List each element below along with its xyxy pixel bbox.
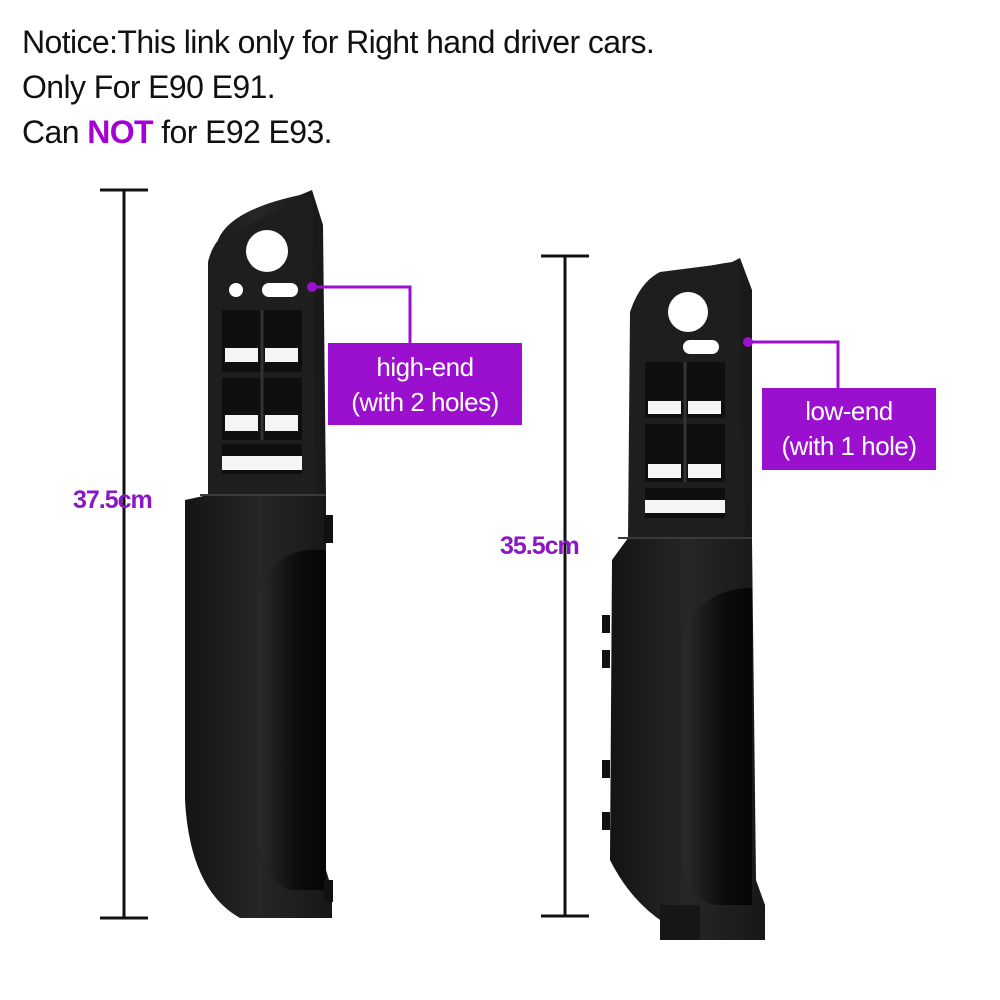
door-handle-low-end xyxy=(602,258,765,940)
notice-line-3: Can NOT for E92 E93. xyxy=(22,110,654,155)
not-highlight: NOT xyxy=(87,114,153,150)
window-switch-slots-low xyxy=(645,362,725,518)
pull-handle-cavity xyxy=(258,549,326,890)
callout-low-end-detail: (with 1 hole) xyxy=(781,431,917,461)
single-hole xyxy=(683,340,719,354)
small-hole-1 xyxy=(229,283,243,297)
left-dimension-line xyxy=(100,188,148,920)
door-handle-high-end xyxy=(185,190,333,918)
callout-connector-right xyxy=(748,340,840,388)
notice-line-3-start: Can xyxy=(22,114,88,150)
mirror-switch-hole-low xyxy=(668,292,708,332)
right-dimension-line xyxy=(541,254,589,918)
callout-connector-left xyxy=(312,285,412,343)
notice-line-1: Notice:This link only for Right hand dri… xyxy=(22,24,655,60)
window-switch-slots xyxy=(222,310,302,474)
pull-handle-cavity-low xyxy=(682,588,752,905)
callout-high-end: high-end (with 2 holes) xyxy=(328,343,522,425)
left-dimension-label: 37.5cm xyxy=(73,486,153,514)
small-hole-2 xyxy=(262,283,298,297)
callout-high-end-detail: (with 2 holes) xyxy=(351,387,499,417)
callout-low-end: low-end (with 1 hole) xyxy=(762,388,936,470)
notice-line-2: Only For E90 E91. xyxy=(22,69,276,105)
callout-high-end-title: high-end xyxy=(376,352,474,382)
callout-low-end-title: low-end xyxy=(805,396,893,426)
callout-dot-right xyxy=(743,337,753,347)
mirror-switch-hole xyxy=(246,230,288,272)
right-dimension-label: 35.5cm xyxy=(500,532,580,560)
notice-text: Notice:This link only for Right hand dri… xyxy=(22,20,655,155)
notice-line-3-end: for E92 E93. xyxy=(152,114,332,150)
callout-dot-left xyxy=(307,282,317,292)
